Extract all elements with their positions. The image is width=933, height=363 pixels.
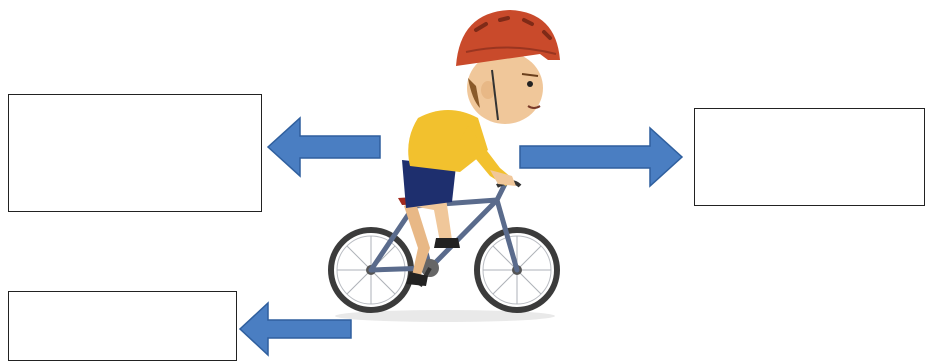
arrow-left-bottom [240, 303, 351, 355]
arrow-right [520, 128, 682, 186]
arrow-left-top [268, 118, 380, 176]
